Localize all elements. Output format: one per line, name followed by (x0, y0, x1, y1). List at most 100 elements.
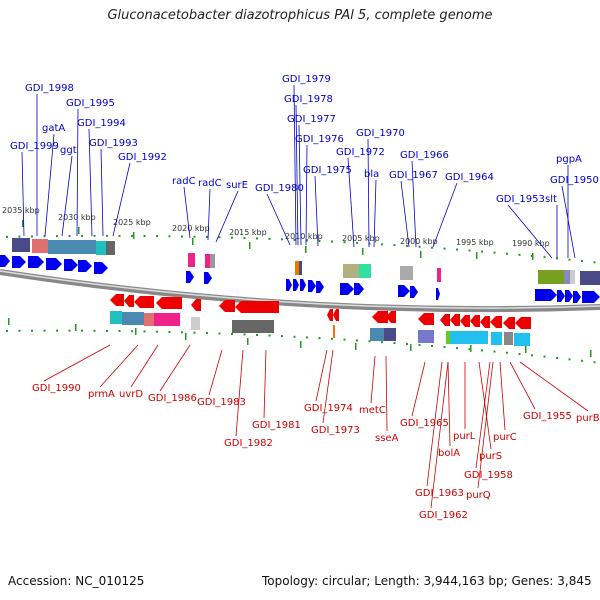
ruler-dot-lower (593, 361, 596, 364)
feature-label-top: GDI_1995 (66, 98, 115, 109)
feature-leader-top (400, 180, 410, 248)
feature-block-forward (343, 264, 359, 278)
ruler-dot-upper (18, 235, 21, 238)
gene-arrow-forward (436, 288, 440, 300)
ruler-dot-lower (543, 355, 546, 358)
ruler-dot-lower (118, 330, 121, 333)
ruler-dot-upper (506, 252, 508, 255)
feature-label-bottom: GDI_1955 (523, 411, 572, 422)
feature-leader-bottom (99, 344, 139, 388)
feature-block-reverse (144, 313, 154, 326)
ruler-dot-lower (231, 332, 233, 335)
ruler-dot-lower (293, 335, 296, 338)
ruler-dot-upper (493, 251, 496, 254)
feature-leader-bottom (370, 355, 376, 404)
feature-label-bottom: GDI_1983 (197, 397, 246, 408)
ruler-dot-lower (381, 341, 383, 344)
feature-leader-bottom (519, 361, 589, 412)
ruler-dot-upper (518, 253, 521, 256)
feature-label-bottom: bolA (438, 448, 460, 459)
kbp-major-tick (532, 253, 534, 260)
feature-label-bottom: GDI_1962 (419, 510, 468, 521)
ruler-dot-lower (56, 329, 58, 332)
feature-leader-bottom (322, 349, 334, 424)
feature-label-top: GDI_1992 (118, 152, 167, 163)
feature-block-reverse (491, 332, 502, 345)
ruler-dot-lower (18, 329, 21, 332)
ruler-dot-lower (556, 356, 558, 359)
feature-label-top: GDI_1979 (282, 74, 331, 85)
feature-block-forward (564, 270, 570, 284)
gene-arrow-forward (0, 255, 10, 267)
feature-block-reverse (450, 331, 488, 344)
ruler-dot-lower (406, 342, 408, 345)
feature-leader-top (295, 104, 299, 246)
gene-arrow-forward (354, 283, 364, 295)
ruler-dot-lower (256, 333, 258, 336)
feature-block-forward (295, 261, 299, 275)
feature-block-forward (580, 271, 600, 285)
gene-arrow-reverse (327, 309, 333, 321)
feature-block-forward (437, 268, 441, 282)
feature-label-top: GDI_1975 (303, 165, 352, 176)
kbp-minor-tick (185, 333, 187, 340)
ruler-dot-lower (393, 342, 396, 345)
kbp-minor-tick (590, 350, 592, 357)
kbp-tick-label: 1990 kbp (512, 239, 550, 248)
feature-label-top: GDI_1978 (284, 94, 333, 105)
kbp-major-tick (133, 232, 135, 239)
feature-block-forward (96, 241, 106, 255)
feature-label-bottom: GDI_1990 (32, 383, 81, 394)
ruler-dot-upper (193, 235, 196, 238)
ruler-dot-lower (306, 336, 308, 339)
gene-arrow-forward (64, 259, 78, 271)
feature-leader-top (298, 124, 302, 246)
feature-label-top: radC (172, 176, 196, 187)
ruler-dot-upper (306, 239, 308, 242)
ruler-dot-upper (68, 234, 71, 237)
kbp-tick-label: 2020 kbp (172, 224, 210, 233)
feature-block-reverse (110, 311, 122, 324)
ruler-dot-lower (68, 329, 71, 332)
gene-arrow-reverse (235, 301, 279, 313)
kbp-major-tick (362, 248, 364, 255)
feature-leader-top (183, 186, 191, 239)
feature-block-forward (538, 270, 564, 284)
feature-leader-top (561, 185, 576, 259)
feature-block-reverse (333, 325, 335, 338)
feature-label-top: radC (198, 178, 222, 189)
ruler-dot-upper (393, 244, 396, 247)
feature-label-top: GDI_1950 (550, 175, 599, 186)
feature-leader-bottom (263, 349, 267, 419)
feature-leader-bottom (477, 361, 494, 489)
ruler-dot-upper (356, 241, 358, 244)
gene-arrow-forward (535, 289, 557, 301)
feature-label-bottom: GDI_1958 (464, 470, 513, 481)
feature-block-forward (32, 239, 48, 253)
ruler-dot-lower (518, 353, 521, 356)
kbp-minor-tick (300, 341, 302, 348)
feature-leader-top (76, 108, 79, 237)
gene-arrow-forward (308, 280, 316, 292)
ruler-dot-lower (193, 331, 196, 334)
gene-arrow-reverse (503, 317, 515, 329)
ruler-dot-lower (493, 350, 496, 353)
ruler-dot-lower (268, 334, 271, 337)
feature-block-forward (299, 261, 302, 275)
gene-arrow-forward (186, 271, 194, 283)
feature-label-bottom: GDI_1986 (148, 393, 197, 404)
feature-leader-bottom (130, 344, 159, 388)
feature-block-reverse (418, 330, 434, 343)
feature-label-bottom: purC (493, 432, 517, 443)
feature-leader-top (112, 162, 131, 237)
ruler-dot-lower (81, 329, 83, 332)
feature-label-top: GDI_1999 (10, 141, 59, 152)
gene-arrow-forward (410, 286, 418, 298)
feature-label-top: GDI_1994 (77, 118, 126, 129)
ruler-dot-lower (281, 335, 283, 338)
ruler-dot-lower (181, 331, 183, 334)
gene-arrow-forward (204, 272, 212, 284)
feature-block-forward (570, 270, 575, 284)
ruler-dot-lower (418, 343, 421, 346)
ruler-dot-lower (106, 329, 108, 332)
